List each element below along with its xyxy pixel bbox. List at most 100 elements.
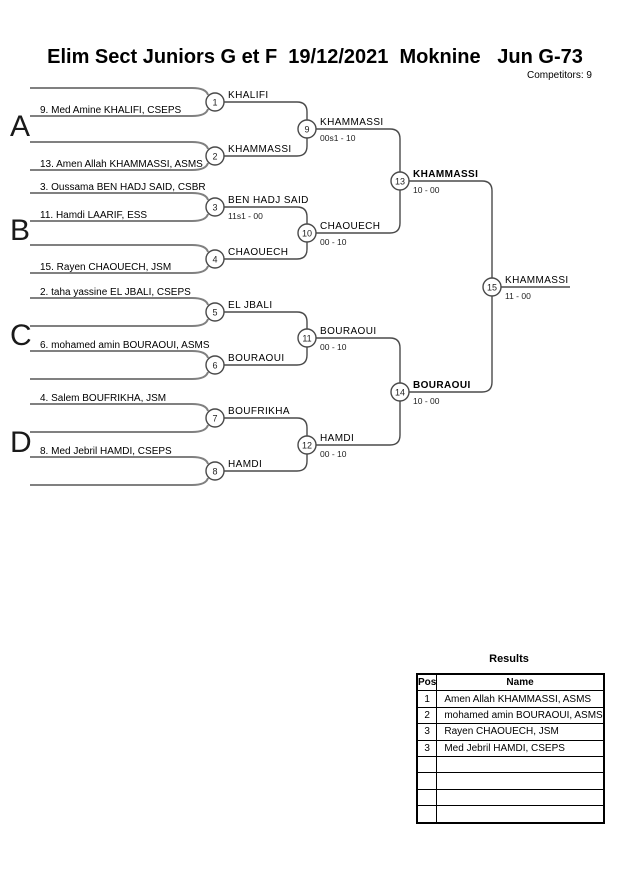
match-number: 15 <box>487 283 497 293</box>
results-panel: Results Pos Name 1 Amen Allah KHAMMASSI,… <box>416 653 605 824</box>
competitor-name: 4. Salem BOUFRIKHA, JSM <box>40 393 166 404</box>
match-score: 11s1 - 00 <box>228 211 263 221</box>
match-circle <box>205 408 225 428</box>
winner-name: KHALIFI <box>228 90 269 101</box>
slot-line <box>30 350 209 359</box>
winner-name: BOURAOUI <box>413 380 471 391</box>
slot-line <box>30 477 209 486</box>
slot-line <box>30 192 209 201</box>
table-row: 2 mohamed amin BOURAOUI, ASMS <box>416 706 605 725</box>
match-number: 6 <box>212 361 217 371</box>
winner-name: KHAMMASSI <box>413 169 478 180</box>
slot-line <box>30 318 209 327</box>
table-row: 1 Amen Allah KHAMMASSI, ASMS <box>416 690 605 708</box>
winner-line <box>316 128 401 172</box>
match-score: 00 - 10 <box>320 237 347 247</box>
match-score: 00 - 10 <box>320 449 347 459</box>
result-name <box>436 805 605 824</box>
winner-name: BOUFRIKHA <box>228 406 290 417</box>
result-pos: 3 <box>416 739 438 757</box>
competitor-name: 3. Oussama BEN HADJ SAID, CSBR <box>40 182 206 193</box>
winner-name: EL JBALI <box>228 300 273 311</box>
result-pos <box>416 755 438 774</box>
result-name: Med Jebril HAMDI, CSEPS <box>436 739 605 757</box>
competitors-count: Competitors: 9 <box>526 70 592 81</box>
result-pos <box>416 805 438 824</box>
match-number: 10 <box>302 229 312 239</box>
winner-line <box>224 101 308 120</box>
match-circle <box>390 382 410 402</box>
winner-name: BOURAOUI <box>320 326 377 337</box>
section-label-a: A <box>10 110 30 143</box>
slot-line <box>30 403 209 412</box>
winner-name: KHAMMASSI <box>228 144 292 155</box>
winner-line <box>224 347 308 366</box>
match-number: 14 <box>395 388 405 398</box>
competitor-name: 6. mohamed amin BOURAOUI, ASMS <box>40 340 210 351</box>
result-name: mohamed amin BOURAOUI, ASMS <box>436 706 605 725</box>
competitor-name: 13. Amen Allah KHAMMASSI, ASMS <box>40 159 203 170</box>
match-score: 00s1 - 10 <box>320 133 356 143</box>
winner-line <box>224 311 308 329</box>
results-header-row: Pos Name <box>416 673 605 692</box>
result-name <box>436 772 605 790</box>
winner-name: CHAOUECH <box>320 221 380 232</box>
results-title: Results <box>489 653 529 665</box>
match-number: 13 <box>395 177 405 187</box>
winner-line <box>224 454 308 472</box>
section-label-c: C <box>10 319 32 352</box>
result-pos: 3 <box>416 723 438 741</box>
match-circle <box>205 92 225 112</box>
slot-line <box>30 108 209 117</box>
match-circle <box>205 146 225 166</box>
result-pos <box>416 788 438 807</box>
match-number: 5 <box>212 308 217 318</box>
match-number: 3 <box>212 203 217 213</box>
slot-line <box>30 424 209 433</box>
winner-line <box>224 417 308 436</box>
winner-line <box>409 296 493 393</box>
winner-name: HAMDI <box>228 459 262 470</box>
match-circle <box>297 435 317 455</box>
match-circle <box>205 302 225 322</box>
slot-line <box>30 456 209 465</box>
result-name: Rayen CHAOUECH, JSM <box>436 723 605 741</box>
slot-line <box>30 244 209 253</box>
slot-line <box>30 297 209 306</box>
match-circle <box>205 355 225 375</box>
table-row <box>416 805 605 824</box>
result-name <box>436 755 605 774</box>
match-number: 12 <box>302 441 312 451</box>
results-col-pos: Pos <box>416 673 438 692</box>
winner-name: CHAOUECH <box>228 247 288 258</box>
match-circle <box>390 171 410 191</box>
result-pos <box>416 772 438 790</box>
section-label-d: D <box>10 426 32 459</box>
table-row: 3 Med Jebril HAMDI, CSEPS <box>416 739 605 757</box>
results-table: Pos Name 1 Amen Allah KHAMMASSI, ASMS 2 … <box>416 673 605 824</box>
match-score: 11 - 00 <box>505 291 531 301</box>
slot-line <box>30 162 209 171</box>
slot-line <box>30 141 209 150</box>
competitor-name: 8. Med Jebril HAMDI, CSEPS <box>40 446 172 457</box>
slot-line <box>30 371 209 380</box>
section-label-b: B <box>10 214 30 247</box>
table-row: 3 Rayen CHAOUECH, JSM <box>416 723 605 741</box>
competitor-name: 11. Hamdi LAARIF, ESS <box>40 210 147 221</box>
match-circle <box>205 461 225 481</box>
table-row <box>416 772 605 790</box>
slot-line <box>30 87 209 96</box>
match-number: 7 <box>212 414 217 424</box>
match-circle <box>205 197 225 217</box>
winner-line <box>316 337 401 383</box>
winner-name: BEN HADJ SAID <box>228 195 309 206</box>
winner-line <box>224 138 308 157</box>
winner-name: HAMDI <box>320 433 354 444</box>
page-title: Elim Sect Juniors G et F 19/12/2021 Mokn… <box>47 46 583 68</box>
slot-line <box>30 265 209 274</box>
match-score: 10 - 00 <box>413 185 440 195</box>
match-circle <box>297 223 317 243</box>
slot-line <box>30 213 209 222</box>
match-score: 00 - 10 <box>320 342 347 352</box>
